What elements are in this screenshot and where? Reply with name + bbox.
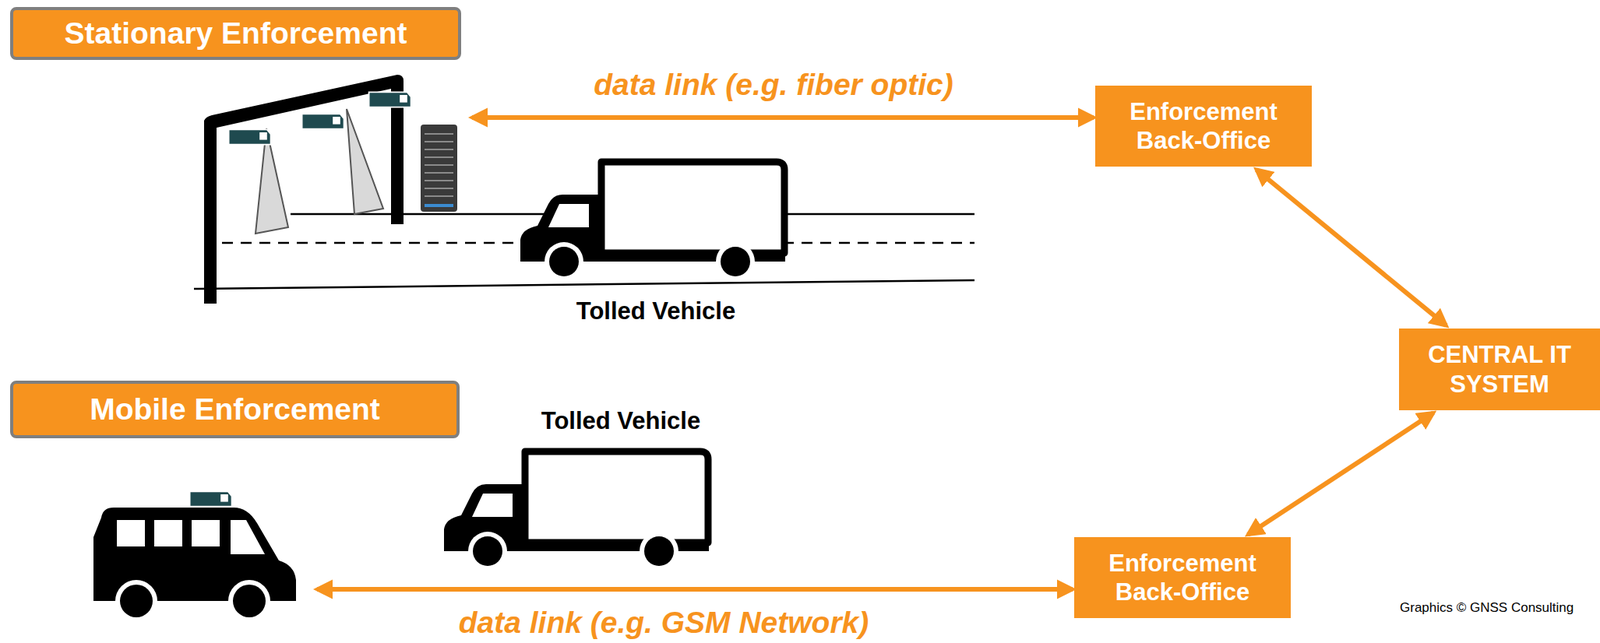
- section-title-box: Mobile Enforcement: [10, 380, 460, 439]
- link-label: data link (e.g. GSM Network): [455, 606, 873, 641]
- connector-arrow: [1256, 169, 1447, 326]
- box-text: Enforcement Back-Office: [1081, 549, 1283, 607]
- central-system-box: CENTRAL IT SYSTEM: [1399, 328, 1600, 411]
- box-text: Enforcement Back-Office: [1103, 97, 1304, 156]
- vehicle-label: Tolled Vehicle: [541, 407, 701, 436]
- link-label: data link (e.g. fiber optic): [590, 67, 957, 103]
- credit-note: Graphics © GNSS Consulting: [1399, 600, 1574, 617]
- back-office-box: Enforcement Back-Office: [1095, 85, 1312, 167]
- box-text: CENTRAL IT SYSTEM: [1406, 340, 1593, 399]
- section-title-box: Stationary Enforcement: [10, 7, 462, 60]
- connector-arrow: [1247, 412, 1434, 535]
- back-office-box: Enforcement Back-Office: [1074, 537, 1291, 619]
- box-text: Mobile Enforcement: [89, 392, 381, 427]
- box-text: Stationary Enforcement: [64, 16, 408, 51]
- vehicle-label: Tolled Vehicle: [576, 297, 736, 326]
